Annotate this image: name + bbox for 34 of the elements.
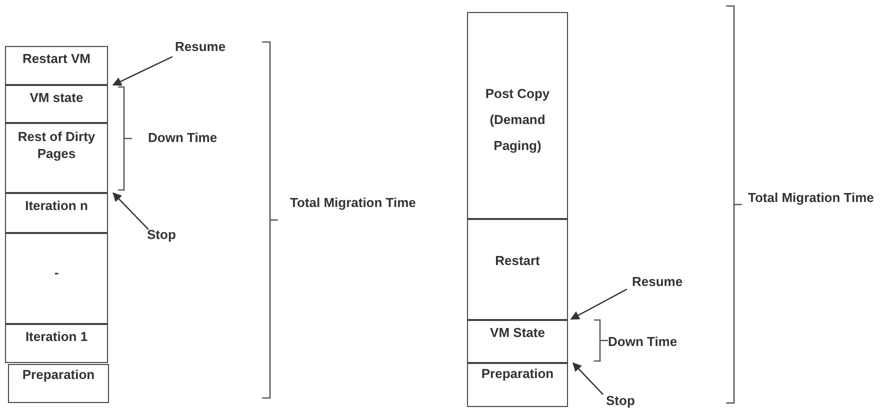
phase-label: Iteration 1 <box>24 328 89 345</box>
phase-box <box>5 123 108 193</box>
phase-box <box>467 12 568 219</box>
phase-box <box>5 233 108 324</box>
phase-label: Iteration n <box>24 197 89 214</box>
phase-label: - <box>53 264 60 281</box>
duration-label: Down Time <box>608 333 678 351</box>
phase-box <box>467 363 568 407</box>
phase-label: Restart <box>494 252 541 269</box>
event-label: Stop <box>606 392 635 409</box>
arrow <box>112 56 173 86</box>
arrow <box>572 362 604 395</box>
phase-label: Preparation <box>21 366 96 383</box>
phase-label: VM State <box>489 324 546 341</box>
event-label: Resume <box>175 38 226 55</box>
duration-label: Total Migration Time <box>290 194 417 212</box>
phase-box <box>5 324 108 363</box>
arrow <box>570 288 628 320</box>
event-label: Resume <box>632 273 683 290</box>
arrow <box>112 192 149 230</box>
phase-label: Preparation <box>480 365 555 382</box>
event-label: Stop <box>147 226 176 243</box>
phase-box <box>5 193 108 233</box>
phase-box <box>5 46 108 85</box>
phase-box <box>5 85 108 123</box>
phase-label: Rest of Dirty Pages <box>16 128 96 162</box>
phase-label: Post Copy (Demand Paging) <box>484 85 551 155</box>
duration-label: Down Time <box>148 129 218 147</box>
duration-label: Total Migration Time <box>748 189 875 207</box>
phase-label: VM state <box>28 89 84 106</box>
phase-box <box>8 364 109 403</box>
phase-label: Restart VM <box>22 50 92 67</box>
phase-box <box>467 219 568 320</box>
phase-box <box>467 320 568 363</box>
